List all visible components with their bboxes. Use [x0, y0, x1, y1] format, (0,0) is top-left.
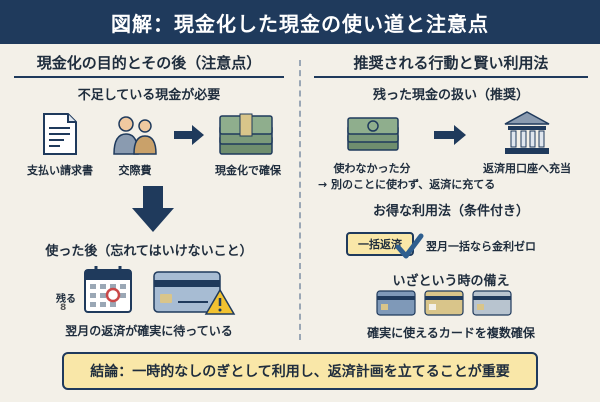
people-icon [113, 116, 157, 155]
unused-money-icon [347, 117, 399, 151]
item-cash-label: 現金化で確保 [215, 164, 281, 177]
arrow-right-icon-2 [434, 125, 466, 145]
page-header: 図解：現金化した現金の使い道と注意点 [0, 0, 600, 44]
center-divider [299, 60, 301, 340]
arrow-right-icon [174, 125, 204, 145]
page-title: 図解：現金化した現金の使い道と注意点 [111, 11, 489, 36]
item-invoice-label: 支払い請求書 [27, 164, 93, 177]
bank-label: 返済用口座へ充当 [483, 162, 571, 175]
left-panel: 現金化の目的とその後（注意点） 不足している現金が必要 支払い請求書 交際費 現… [6, 52, 292, 342]
unused-label: 使わなかった分 [333, 162, 411, 175]
left-panel-title: 現金化の目的とその後（注意点） [14, 52, 284, 78]
remaining-label: 残る [56, 294, 76, 305]
left-section1-title: 不足している現金が必要 [77, 88, 221, 103]
right-panel: 推奨される行動と賢い利用法 残った現金の扱い（推奨） 使わなかった分 返済用口座… [306, 52, 596, 342]
right-section1-title: 残った現金の扱い（推奨） [372, 88, 529, 103]
card-icon-1 [376, 290, 416, 316]
money-stack-icon [219, 113, 273, 155]
calendar-icon [84, 266, 132, 313]
bank-icon [504, 111, 550, 154]
check-icon [395, 233, 424, 259]
conclusion-text: 結論：一時的なしのぎとして利用し、返済計画を立てることが重要 [90, 364, 510, 380]
item-social-label: 交際費 [118, 164, 152, 177]
left-section2-title: 使った後（忘れてはいけないこと） [45, 244, 253, 259]
right-panel-title: 推奨される行動と賢い利用法 [314, 52, 588, 78]
calendar-digit: 8 [60, 303, 67, 313]
cards-note: 確実に使えるカードを複数確保 [367, 326, 535, 340]
card-icon-2 [424, 290, 464, 316]
badge-note: 翌月一括なら金利ゼロ [426, 240, 536, 253]
right-section3-title: いざという時の備え [392, 274, 510, 289]
conclusion-box: 結論：一時的なしのぎとして利用し、返済計画を立てることが重要 [62, 352, 538, 390]
right-section2-title: お得な利用法（条件付き） [372, 204, 529, 219]
credit-card-warning-icon [153, 271, 236, 315]
card-icon-3 [472, 290, 512, 316]
arrow-down-icon [132, 186, 174, 232]
invoice-icon [43, 113, 77, 155]
left-bottom-text: 翌月の返済が確実に待っている [65, 324, 233, 338]
right-note: → 別のことに使わず、返済に充てる [318, 178, 496, 191]
